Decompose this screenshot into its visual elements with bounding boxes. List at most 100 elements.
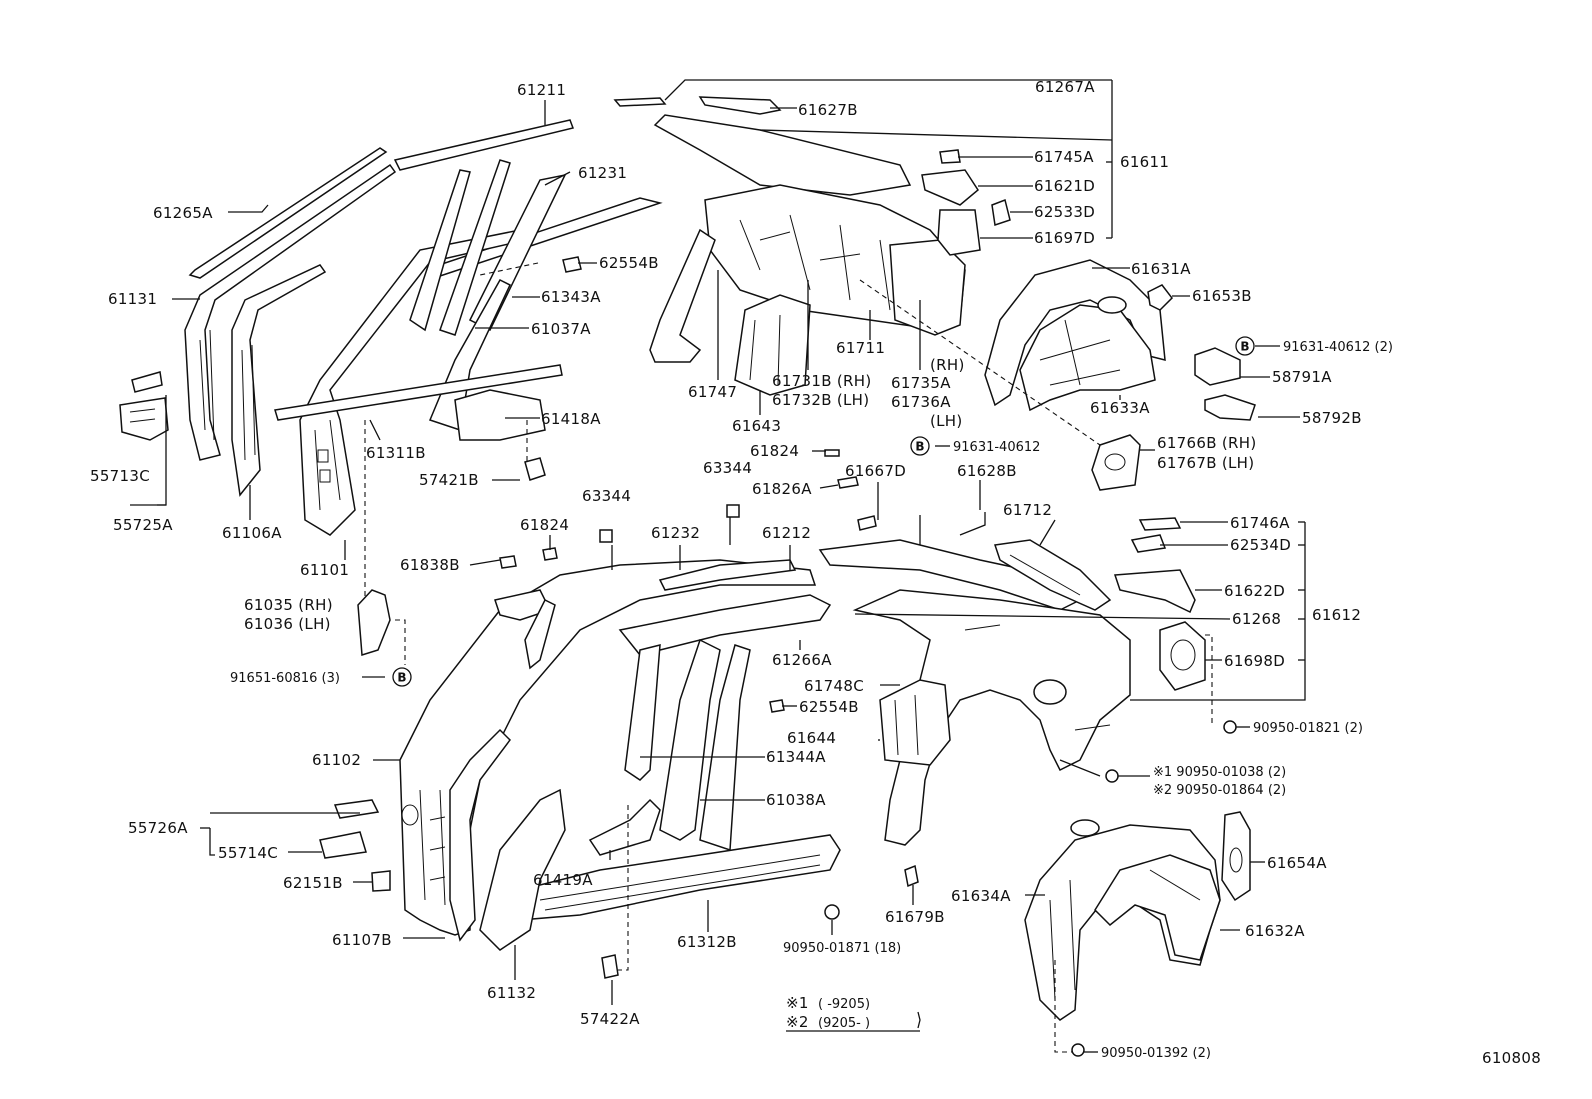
part-label: (LH) xyxy=(930,412,963,430)
footnotes: ※1 ( -9205) ※2 (9205- ) xyxy=(786,994,921,1032)
part-label: 61419A xyxy=(533,871,593,889)
part-label: 61667D xyxy=(845,462,906,480)
part-label: 61736A xyxy=(891,393,951,411)
part-label: 61266A xyxy=(772,651,832,669)
part-label: 61712 xyxy=(1003,501,1052,519)
part-label: 61232 xyxy=(651,524,700,542)
bolt-b-marker-icon: B xyxy=(910,436,930,456)
part-label: 61644 xyxy=(787,729,836,747)
part-label: 61268 xyxy=(1232,610,1281,628)
part-label: 61679B xyxy=(885,908,945,926)
part-label: 61343A xyxy=(541,288,601,306)
part-label: 62151B xyxy=(283,874,343,892)
svg-text:B: B xyxy=(397,671,406,685)
part-label: 57422A xyxy=(580,1010,640,1028)
part-label: 61731B (RH) xyxy=(772,372,871,390)
part-label: 61747 xyxy=(688,383,737,401)
part-label: 58792B xyxy=(1302,409,1362,427)
part-label: 61611 xyxy=(1120,153,1169,171)
part-label: 61107B xyxy=(332,931,392,949)
part-label: 61312B xyxy=(677,933,737,951)
part-label: 61311B xyxy=(366,444,426,462)
part-label: 61838B xyxy=(400,556,460,574)
part-label: 57421B xyxy=(419,471,479,489)
part-label: 61035 (RH) xyxy=(244,596,333,614)
part-label: 63344 xyxy=(703,459,752,477)
part-label: 61732B (LH) xyxy=(772,391,869,409)
part-label: 61622D xyxy=(1224,582,1285,600)
part-label: 61653B xyxy=(1192,287,1252,305)
part-label: 61038A xyxy=(766,791,826,809)
leader-lines xyxy=(130,79,1306,1053)
part-label: 61745A xyxy=(1034,148,1094,166)
part-label: 61627B xyxy=(798,101,858,119)
part-label: 61654A xyxy=(1267,854,1327,872)
part-label: 62534D xyxy=(1230,536,1291,554)
part-label: 63344 xyxy=(582,487,631,505)
part-label: ※2 90950-01864 (2) xyxy=(1153,783,1286,798)
part-label: 61748C xyxy=(804,677,864,695)
figure-code: 610808 xyxy=(1482,1049,1541,1067)
part-label: 61643 xyxy=(732,417,781,435)
part-label: 55726A xyxy=(128,819,188,837)
svg-text:B: B xyxy=(1240,340,1249,354)
part-label: 61102 xyxy=(312,751,361,769)
part-label: 61267A xyxy=(1035,78,1095,96)
part-label: 61631A xyxy=(1131,260,1191,278)
part-label: 91651-60816 (3) xyxy=(230,671,340,686)
bolt-marker-icons: B B B xyxy=(392,336,1255,687)
part-label: 61628B xyxy=(957,462,1017,480)
part-label: 61106A xyxy=(222,524,282,542)
part-label: 61036 (LH) xyxy=(244,615,331,633)
part-label: 61632A xyxy=(1245,922,1305,940)
part-label: 62554B xyxy=(799,698,859,716)
part-label: 62554B xyxy=(599,254,659,272)
svg-text:B: B xyxy=(915,440,924,454)
part-label: 61211 xyxy=(517,81,566,99)
part-label: 58791A xyxy=(1272,368,1332,386)
part-label: 61132 xyxy=(487,984,536,1002)
part-label: 61344A xyxy=(766,748,826,766)
part-label: 91631-40612 xyxy=(953,440,1040,455)
part-label: 61826A xyxy=(752,480,812,498)
part-label: 61634A xyxy=(951,887,1011,905)
part-label: 61265A xyxy=(153,204,213,222)
part-label: 61824 xyxy=(520,516,569,534)
part-label: 55713C xyxy=(90,467,150,485)
part-label: 61746A xyxy=(1230,514,1290,532)
bolt-b-marker-icon: B xyxy=(1235,336,1255,356)
part-label: 61231 xyxy=(578,164,627,182)
part-label: 61767B (LH) xyxy=(1157,454,1254,472)
part-label: (RH) xyxy=(930,356,965,374)
part-label: 61418A xyxy=(541,410,601,428)
part-label: 61037A xyxy=(531,320,591,338)
note-2-mark: ※2 xyxy=(786,1013,809,1031)
part-label: 90950-01871 (18) xyxy=(783,941,901,956)
part-label: 61101 xyxy=(300,561,349,579)
callout-labels: 61211 61265A 61231 61131 62554B 61343A 6… xyxy=(90,78,1393,1061)
part-label: 90950-01392 (2) xyxy=(1101,1046,1211,1061)
part-label: 61697D xyxy=(1034,229,1095,247)
part-label: 61824 xyxy=(750,442,799,460)
part-label: 61131 xyxy=(108,290,157,308)
part-label: 55714C xyxy=(218,844,278,862)
part-label: ※1 90950-01038 (2) xyxy=(1153,765,1286,780)
bolt-b-marker-icon: B xyxy=(392,667,412,687)
part-label: 55725A xyxy=(113,516,173,534)
part-label: 61711 xyxy=(836,339,885,357)
note-1-mark: ※1 xyxy=(786,994,809,1012)
part-label: 61621D xyxy=(1034,177,1095,195)
part-label: 61633A xyxy=(1090,399,1150,417)
part-label: 90950-01821 (2) xyxy=(1253,721,1363,736)
part-label: 62533D xyxy=(1034,203,1095,221)
note-1-range: ( -9205) xyxy=(818,997,870,1012)
part-drawings xyxy=(119,96,1256,1057)
part-label: 61212 xyxy=(762,524,811,542)
part-label: 61612 xyxy=(1312,606,1361,624)
part-label: 61766B (RH) xyxy=(1157,434,1256,452)
note-2-range: (9205- ) xyxy=(818,1016,870,1031)
part-label: 91631-40612 (2) xyxy=(1283,340,1393,355)
part-label: 61735A xyxy=(891,374,951,392)
